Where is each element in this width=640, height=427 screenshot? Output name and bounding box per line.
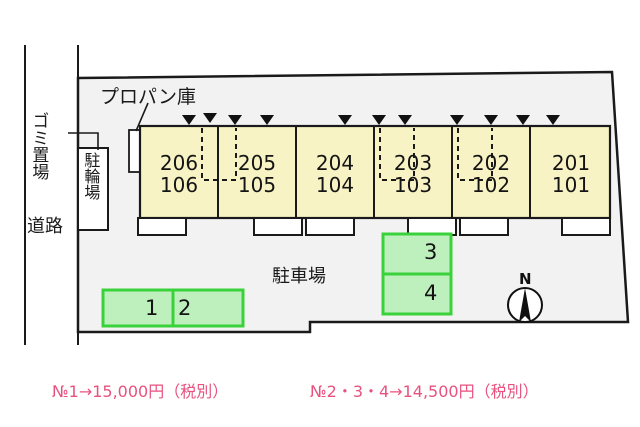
bicycle-parking-area <box>77 147 109 231</box>
unit-lower-number: 103 <box>393 173 433 197</box>
unit-lower-number: 102 <box>471 173 511 197</box>
unit-202-102: 202 102 <box>456 152 526 196</box>
parking-space-2-number: 2 <box>178 296 192 320</box>
unit-lower-number: 106 <box>159 173 199 197</box>
parking-group-west <box>101 288 245 328</box>
unit-204-104: 204 104 <box>300 152 370 196</box>
unit-lower-number: 104 <box>315 173 355 197</box>
unit-upper-number: 204 <box>315 151 355 175</box>
unit-203-103: 203 103 <box>378 152 448 196</box>
unit-upper-number: 205 <box>237 151 277 175</box>
bicycle-parking-label: 駐輪場 <box>81 152 101 200</box>
parking-lot-label: 駐車場 <box>272 266 326 287</box>
parking-group-east <box>381 232 453 316</box>
unit-206-106: 206 106 <box>144 152 214 196</box>
unit-upper-number: 202 <box>471 151 511 175</box>
parking-space-3-number: 3 <box>424 240 438 264</box>
propane-storage-label: プロパン庫 <box>100 86 196 108</box>
price-line-1: №1→15,000円（税別） <box>52 382 229 401</box>
unit-201-101: 201 101 <box>536 152 606 196</box>
parking-space-4[interactable] <box>381 272 453 316</box>
price-line-2: №2・3・4→14,500円（税別） <box>310 382 539 401</box>
unit-205-105: 205 105 <box>222 152 292 196</box>
unit-upper-number: 203 <box>393 151 433 175</box>
parking-space-1-number: 1 <box>145 296 159 320</box>
parking-space-1[interactable] <box>101 288 175 328</box>
propane-leader-line <box>135 102 149 132</box>
unit-lower-number: 101 <box>551 173 591 197</box>
unit-upper-number: 201 <box>551 151 591 175</box>
parking-space-2[interactable] <box>171 288 245 328</box>
entry-direction-markers <box>182 113 560 125</box>
parking-space-3[interactable] <box>381 232 453 276</box>
compass-rose <box>507 287 543 323</box>
garbage-area-leader <box>68 132 99 150</box>
entrance-porch-boxes <box>137 217 611 236</box>
unit-upper-number: 206 <box>159 151 199 175</box>
stairwell-dashed-outlines <box>201 128 493 181</box>
building-block <box>138 124 612 220</box>
road-label: 道路 <box>27 216 63 237</box>
garbage-area-label: ゴミ置場 <box>28 112 49 180</box>
compass-north-label: N <box>519 270 532 288</box>
unit-lower-number: 105 <box>237 173 277 197</box>
parking-space-4-number: 4 <box>424 281 438 305</box>
